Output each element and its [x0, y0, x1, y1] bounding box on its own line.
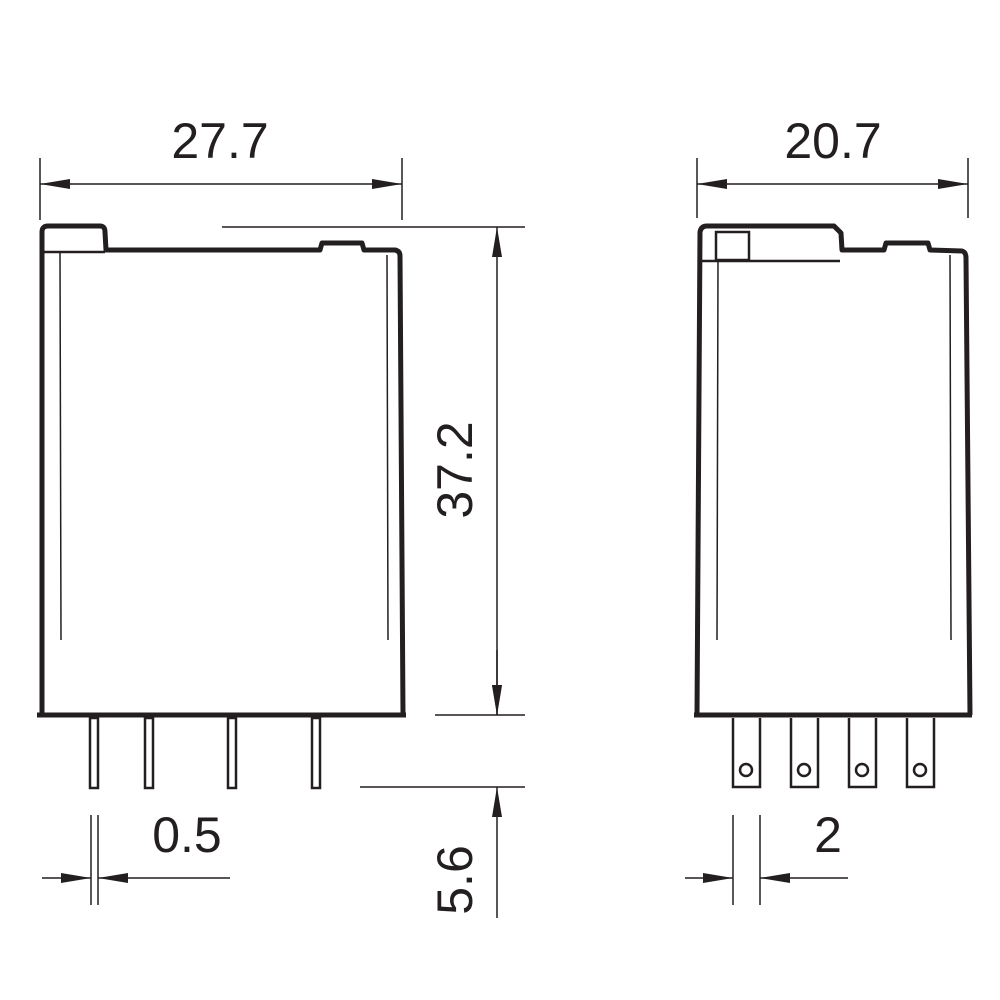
pin [143, 716, 155, 790]
dim-label-pin-length: 5.6 [427, 845, 483, 915]
dimension-height: 37.2 [222, 226, 525, 788]
pin [310, 716, 322, 790]
terminal [789, 718, 820, 789]
side-inner-left [716, 260, 719, 641]
dim-label-side-width: 20.7 [784, 113, 881, 169]
front-pins [88, 716, 322, 790]
dimension-pin-thickness: 0.5 [42, 807, 230, 905]
dim-label-terminal-width: 2 [814, 807, 842, 863]
dimension-pin-length: 5.6 [427, 650, 502, 918]
terminal [905, 718, 936, 789]
front-body-outline [39, 223, 406, 716]
terminal [847, 718, 878, 789]
pin [226, 716, 238, 790]
front-view [37, 223, 406, 790]
pin [88, 716, 100, 790]
dim-label-pin-thickness: 0.5 [152, 807, 222, 863]
side-terminals [731, 718, 936, 789]
side-view [694, 223, 973, 789]
dimension-front-width: 27.7 [39, 113, 403, 220]
dimension-terminal-width: 2 [685, 807, 848, 905]
front-inner-right [386, 254, 389, 641]
terminal [731, 718, 762, 789]
front-inner-left [59, 252, 62, 641]
dim-label-height: 37.2 [427, 421, 483, 518]
dimension-side-width: 20.7 [696, 113, 969, 218]
side-body-outline [694, 223, 973, 716]
dim-label-front-width: 27.7 [171, 113, 268, 169]
side-indicator-window [714, 230, 751, 262]
side-inner-right [949, 254, 952, 641]
